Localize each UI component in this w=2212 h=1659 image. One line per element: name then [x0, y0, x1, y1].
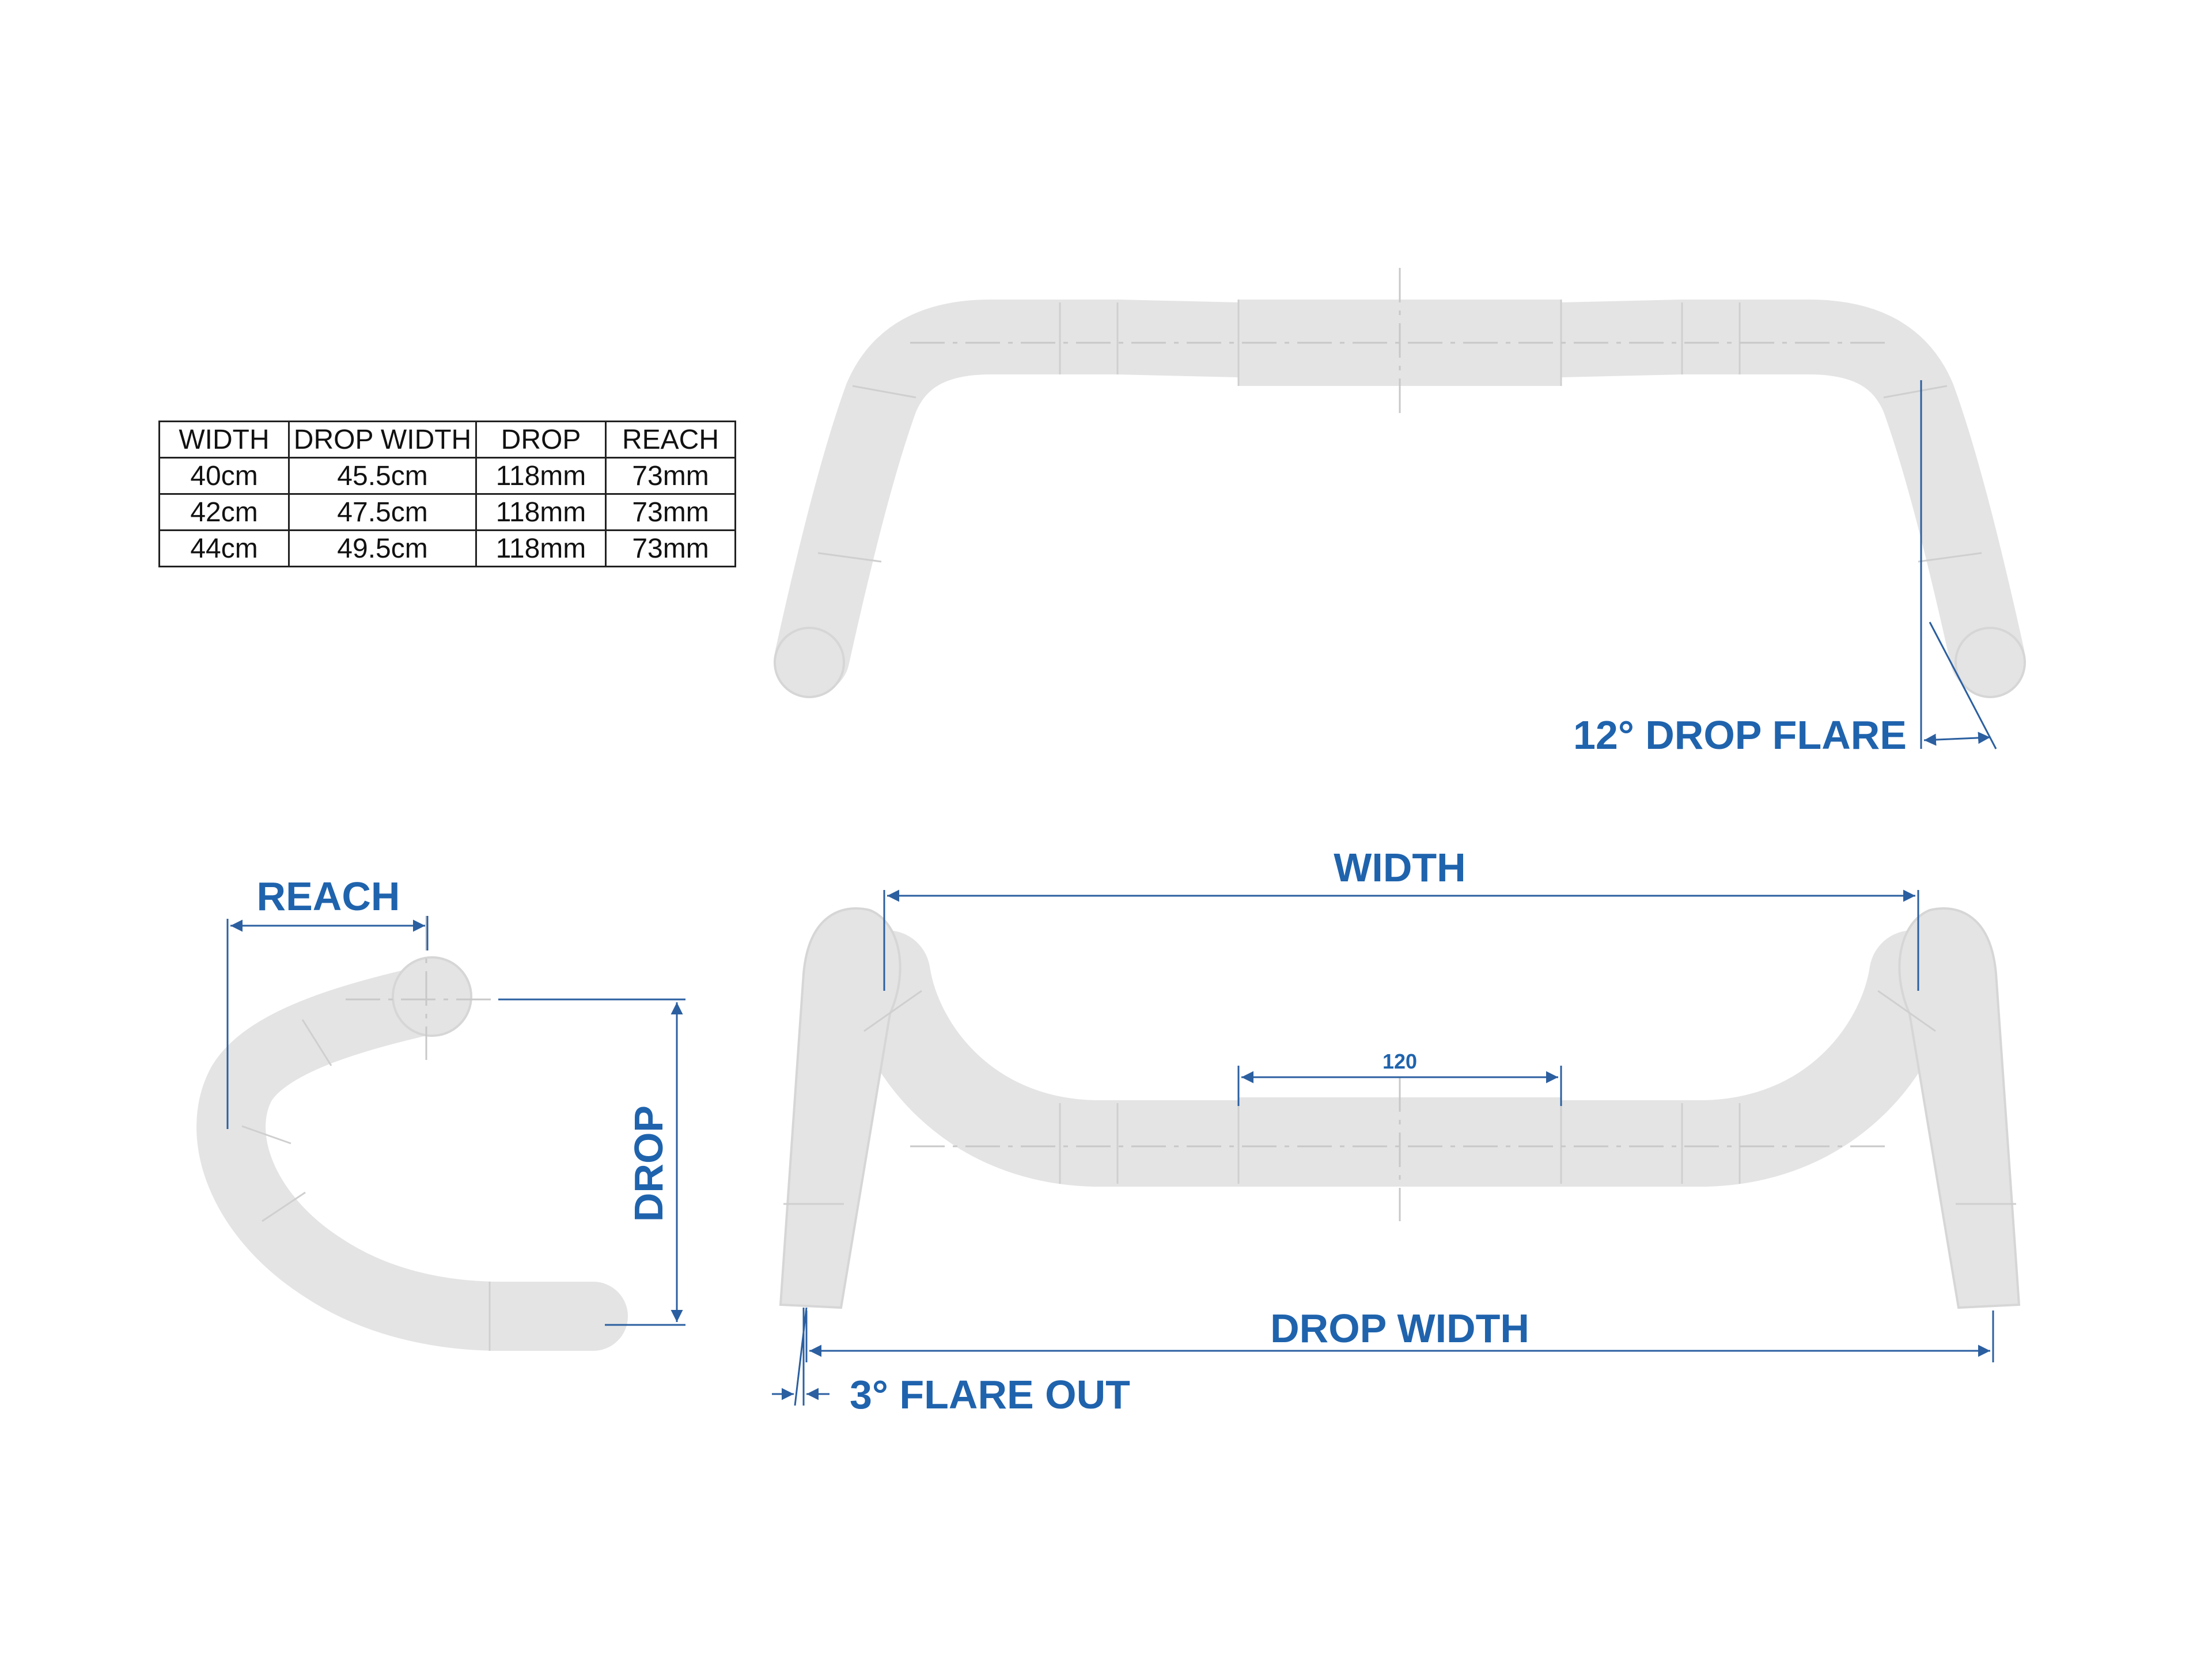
center-width-label: 120 [1382, 1050, 1417, 1073]
cell-drop-width: 47.5cm [288, 493, 477, 531]
side-view-bar-tube [196, 965, 628, 1351]
table-row: 44cm 49.5cm 118mm 73mm [158, 529, 736, 567]
seam-line [1877, 990, 1936, 1032]
drop-flare-label: 12° DROP FLARE [1573, 713, 1907, 757]
side-view-handlebar [196, 916, 628, 1351]
drop-flare-arrow [1923, 732, 1991, 746]
seam-line [863, 990, 922, 1032]
seam-line [262, 1191, 306, 1222]
header-width: WIDTH [158, 421, 290, 459]
flare-out-dimension: 3° FLARE OUT [772, 1307, 1130, 1417]
side-view-clamp-end [392, 956, 472, 1037]
drop-width-label: DROP WIDTH [1270, 1306, 1529, 1351]
cell-drop-width: 49.5cm [288, 529, 477, 567]
drop-width-dimension: DROP WIDTH [805, 1306, 1994, 1362]
cell-width: 44cm [158, 529, 290, 567]
seam-line [852, 385, 916, 399]
center-width-dimension: 120 [1237, 1050, 1562, 1106]
header-reach: REACH [605, 421, 736, 459]
cell-width: 42cm [158, 493, 290, 531]
side-view-drop-end [490, 1282, 593, 1351]
cell-drop-width: 45.5cm [288, 457, 477, 495]
table-row: 40cm 45.5cm 118mm 73mm [158, 457, 736, 495]
width-label: WIDTH [1334, 845, 1465, 890]
drop-label: DROP [626, 1105, 671, 1222]
drop-dimension: DROP [498, 998, 685, 1326]
seam-line [817, 552, 882, 563]
cell-drop: 118mm [475, 493, 607, 531]
reach-label: REACH [257, 874, 400, 919]
bottom-view-right-drop [1898, 907, 2021, 1309]
top-view-handlebar [774, 268, 2026, 698]
flare-out-label: 3° FLARE OUT [850, 1372, 1130, 1417]
cell-drop: 118mm [475, 529, 607, 567]
bottom-view-left-drop [779, 907, 902, 1309]
seam-line [301, 1019, 332, 1066]
drop-flare-angle-line [1929, 622, 1997, 749]
cell-drop: 118mm [475, 457, 607, 495]
seam-line [241, 1125, 291, 1145]
seam-line [1883, 385, 1948, 399]
bottom-view-handlebar [779, 907, 2021, 1309]
seam-line [1918, 552, 1982, 563]
flare-out-angle-line [794, 1307, 808, 1406]
reach-dimension: REACH [226, 874, 429, 1129]
cell-reach: 73mm [605, 529, 736, 567]
header-drop-width: DROP WIDTH [288, 421, 477, 459]
cell-width: 40cm [158, 457, 290, 495]
table-row: 42cm 47.5cm 118mm 73mm [158, 493, 736, 531]
cell-reach: 73mm [605, 493, 736, 531]
spec-table-header-row: WIDTH DROP WIDTH DROP REACH [158, 421, 736, 459]
width-dimension: WIDTH [883, 845, 1919, 991]
cell-reach: 73mm [605, 457, 736, 495]
top-view-right-end-cap [1955, 627, 2026, 698]
top-view-left-end-cap [774, 627, 845, 698]
header-drop: DROP [475, 421, 607, 459]
spec-table: WIDTH DROP WIDTH DROP REACH 40cm 45.5cm … [158, 421, 736, 567]
drop-flare-dimension: 12° DROP FLARE [1573, 380, 1997, 757]
